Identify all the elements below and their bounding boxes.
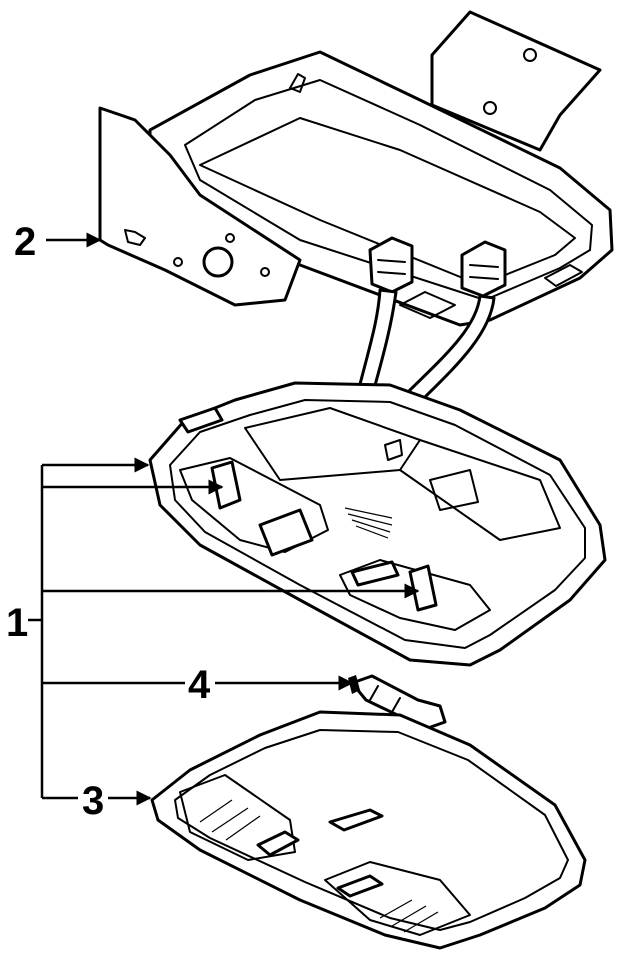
cover-switch: [256, 830, 300, 857]
connector: [460, 240, 507, 298]
callout-4: 4: [188, 663, 211, 707]
leader-lines: [28, 232, 420, 806]
callout-2: 2: [14, 220, 36, 264]
connector: [368, 236, 414, 294]
bracket-knob: [202, 246, 234, 278]
dial: [344, 507, 393, 539]
lamp-socket: [210, 460, 242, 510]
overhead-console: [148, 381, 607, 667]
callout-3: 3: [82, 779, 104, 823]
cover-slot: [328, 808, 384, 832]
callout-1: 1: [6, 601, 28, 645]
bulb: [348, 674, 447, 730]
mounting-bracket: [98, 10, 614, 327]
console-lens-cover: [150, 710, 587, 950]
cover-switch: [336, 874, 384, 898]
bracket-hole: [523, 48, 537, 62]
bracket-hole: [483, 101, 497, 115]
